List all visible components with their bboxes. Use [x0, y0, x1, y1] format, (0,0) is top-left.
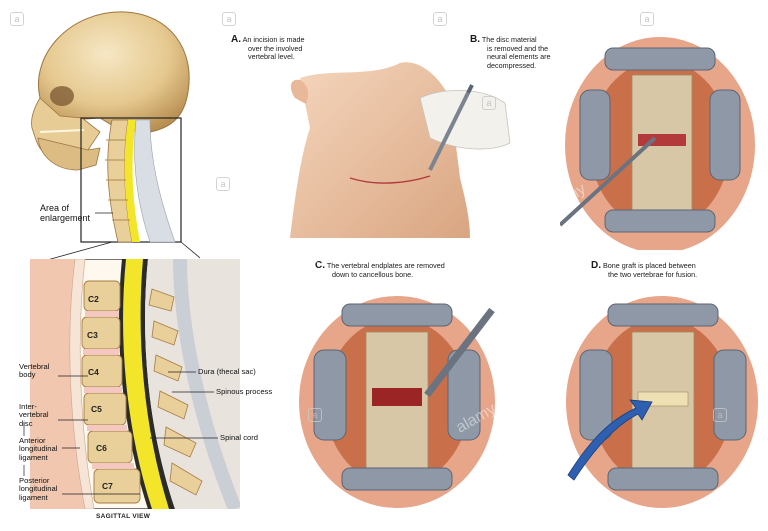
- watermark-badge: a: [433, 12, 447, 26]
- watermark-badge: a: [216, 177, 230, 191]
- sagittal-view-label: SAGITTAL VIEW: [96, 513, 151, 520]
- watermark-badge: a: [640, 12, 654, 26]
- label-intervertebral-disc: Inter- vertebral disc: [19, 402, 49, 428]
- sagittal-view-illustration: [30, 259, 240, 509]
- vertebral-bodies: [81, 280, 141, 504]
- panel-c-caption: C. The vertebral endplates are removed d…: [315, 260, 445, 279]
- panel-b-surgical-field: [560, 37, 755, 250]
- vertebra-label-c2: C2: [88, 294, 99, 304]
- label-vertebral-body: Vertebral body: [19, 362, 50, 380]
- vertebra-label-c7: C7: [102, 481, 113, 491]
- skull-illustration: [31, 11, 190, 243]
- vertebra-label-c4: C4: [88, 367, 99, 377]
- vertebra-label-c6: C6: [96, 443, 107, 453]
- panel-b-caption: B. The disc material is removed and the …: [470, 34, 551, 70]
- label-posterior-ligament: Posterior longitudinal ligament: [19, 476, 58, 502]
- label-spinous-process: Spinous process: [216, 387, 273, 396]
- label-anterior-ligament: Anterior longitudinal ligament: [19, 436, 58, 462]
- watermark-badge: a: [713, 408, 727, 422]
- vertebra-label-c3: C3: [87, 330, 98, 340]
- vertebra-label-c5: C5: [91, 404, 102, 414]
- panel-c-letter: C.: [315, 260, 325, 271]
- panel-d-letter: D.: [591, 260, 601, 271]
- panel-c-surgical-field: [299, 296, 495, 508]
- panel-d-surgical-field: [566, 296, 758, 508]
- panel-a-letter: A.: [231, 34, 241, 45]
- insertion-arrow: [567, 399, 653, 481]
- panel-b-letter: B.: [470, 34, 480, 45]
- watermark-badge: a: [222, 12, 236, 26]
- watermark-badge: a: [10, 12, 24, 26]
- panel-d-caption: D. Bone graft is placed between the two …: [591, 260, 698, 279]
- label-spinal-cord: Spinal cord: [220, 433, 258, 442]
- watermark-badge: a: [482, 96, 496, 110]
- watermark-badge: a: [308, 408, 322, 422]
- panel-a-caption: A. An incision is made over the involved…: [231, 34, 305, 62]
- label-dura: Dura (thecal sac): [198, 367, 256, 376]
- neck-illustration: [290, 62, 511, 238]
- area-of-enlargement-label: Area of enlargement: [40, 203, 91, 223]
